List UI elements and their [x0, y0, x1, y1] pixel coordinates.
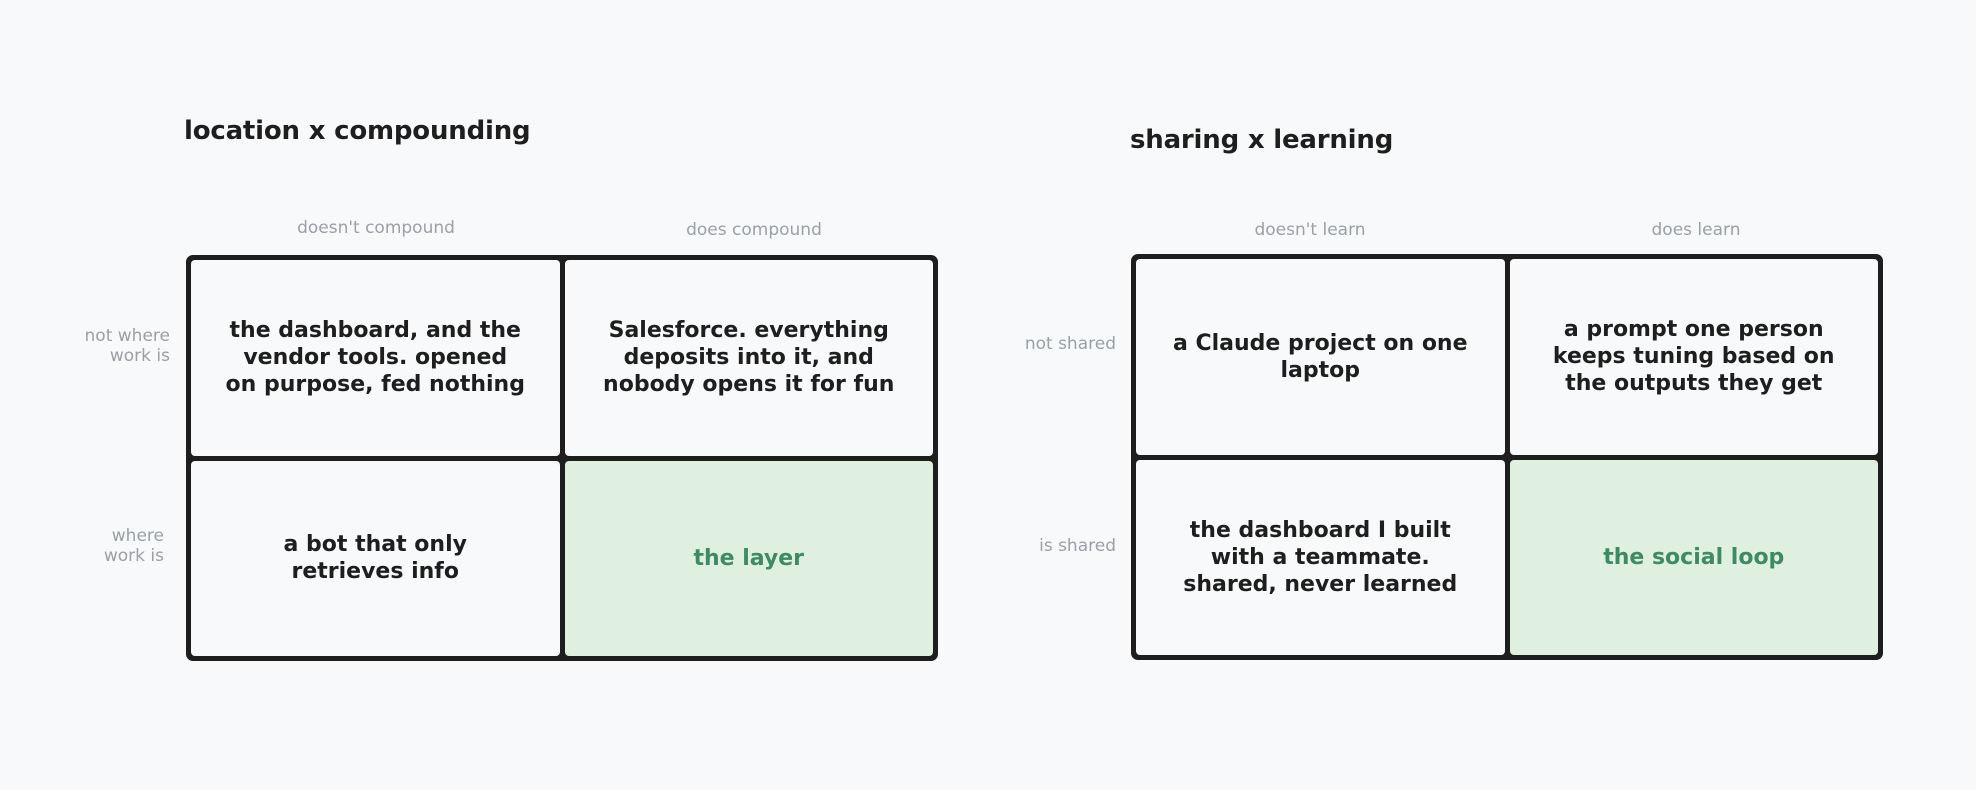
column-label-does-compound: does compound	[686, 220, 822, 240]
row-label-not-where-work-is: not where work is	[84, 326, 170, 366]
quadrant-cell-bottom-left: a bot that only retrieves info	[191, 460, 560, 656]
quadrant-cell-bottom-right-highlight: the layer	[564, 460, 933, 656]
column-label-does-learn: does learn	[1651, 220, 1741, 240]
column-label-doesnt-learn: doesn't learn	[1254, 220, 1366, 240]
row-label-is-shared: is shared	[1039, 536, 1116, 556]
quadrant-cell-bottom-left: the dashboard I built with a teammate. s…	[1136, 459, 1505, 655]
quadrant-grid: the dashboard, and the vendor tools. ope…	[186, 255, 938, 661]
row-label-where-work-is: where work is	[103, 526, 164, 566]
quadrant-cell-top-left: a Claude project on one laptop	[1136, 259, 1505, 455]
quadrant-cell-bottom-right-highlight: the social loop	[1509, 459, 1878, 655]
quadrant-cell-top-right: Salesforce. everything deposits into it,…	[564, 260, 933, 456]
matrix-title: location x compounding	[184, 116, 531, 146]
matrix-title: sharing x learning	[1130, 125, 1394, 155]
column-label-doesnt-compound: doesn't compound	[297, 218, 455, 238]
quadrant-cell-top-left: the dashboard, and the vendor tools. ope…	[191, 260, 560, 456]
quadrant-cell-top-right: a prompt one person keeps tuning based o…	[1509, 259, 1878, 455]
row-label-not-shared: not shared	[1024, 334, 1116, 354]
quadrant-grid: a Claude project on one laptop a prompt …	[1131, 254, 1883, 660]
